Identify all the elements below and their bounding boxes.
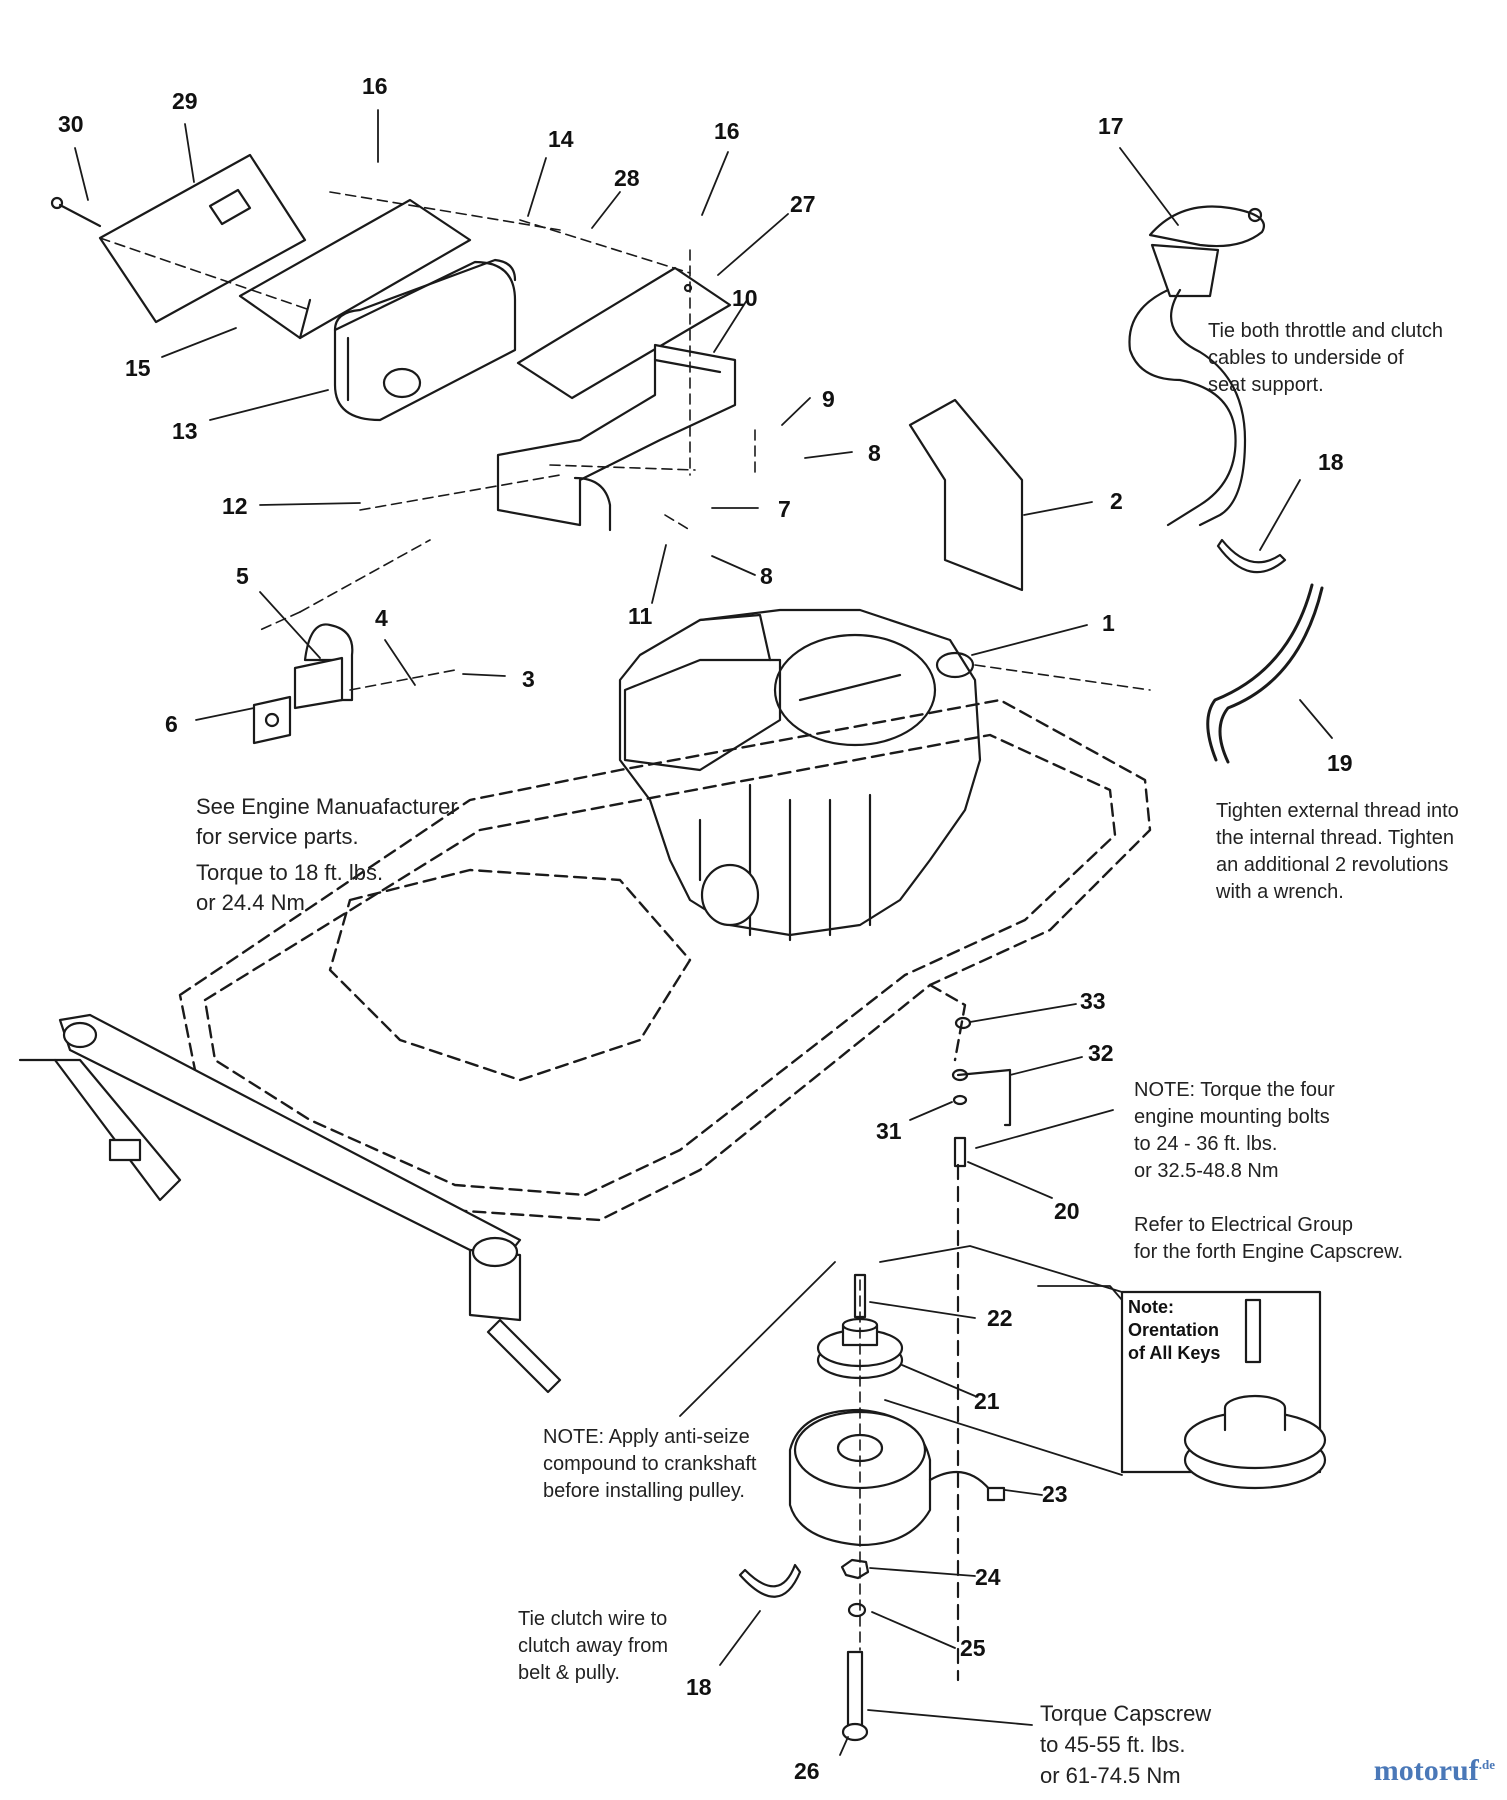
fuel-hose-part <box>1206 583 1324 764</box>
exhaust-elbow-part <box>252 623 354 745</box>
callout-18b: 18 <box>686 1674 712 1700</box>
callout-22: 22 <box>987 1305 1013 1331</box>
callout-4: 4 <box>375 605 388 631</box>
callout-15: 15 <box>125 355 151 381</box>
pto-clutch-part <box>788 1408 1006 1547</box>
callout-1: 1 <box>1102 610 1115 636</box>
callout-3: 3 <box>522 666 535 692</box>
callout-11: 11 <box>628 603 653 629</box>
callout-8: 8 <box>868 440 881 466</box>
callout-19: 19 <box>1327 750 1353 776</box>
callout-33: 33 <box>1080 988 1106 1014</box>
callout-16b: 16 <box>714 118 740 144</box>
cable-clamp-part <box>1216 538 1287 574</box>
engine-part <box>618 608 982 942</box>
shield-part <box>908 398 1024 592</box>
muffler-bracket-part <box>238 198 472 340</box>
leader-lines <box>74 109 1333 1756</box>
front-axle-part <box>18 1013 562 1394</box>
torque-18-note: Torque to 18 ft. lbs.or 24.4 Nm <box>196 860 384 915</box>
callout-24: 24 <box>975 1564 1001 1590</box>
callout-25: 25 <box>960 1635 986 1661</box>
watermark-logo: motoruf.de <box>1373 1754 1495 1787</box>
callout-17: 17 <box>1098 113 1124 139</box>
callout-5: 5 <box>236 563 249 589</box>
callout-8b: 8 <box>760 563 773 589</box>
callout-20: 20 <box>1054 1198 1080 1224</box>
callout-9: 9 <box>822 386 835 412</box>
capscrew-part <box>841 1650 869 1742</box>
muffler-part <box>333 258 517 422</box>
callout-14: 14 <box>548 126 574 152</box>
heat-shield-part <box>50 153 307 324</box>
callout-10: 10 <box>732 285 758 311</box>
callout-28: 28 <box>614 165 640 191</box>
throttle-control-part <box>1128 205 1265 527</box>
callout-31: 31 <box>876 1118 902 1144</box>
callout-27: 27 <box>790 191 816 217</box>
callout-26: 26 <box>794 1758 820 1784</box>
plate-part <box>516 266 732 400</box>
orientation-note-box <box>1120 1290 1327 1490</box>
callout-6: 6 <box>165 711 178 737</box>
callout-2: 2 <box>1110 488 1123 514</box>
callout-21: 21 <box>974 1388 1000 1414</box>
callout-23: 23 <box>1042 1481 1068 1507</box>
engine-mount-hardware <box>951 1016 1012 1682</box>
washer-part <box>847 1602 867 1618</box>
callout-13: 13 <box>172 418 198 444</box>
callout-18: 18 <box>1318 449 1344 475</box>
callout-32: 32 <box>1088 1040 1114 1066</box>
callout-29: 29 <box>172 88 198 114</box>
callout-30: 30 <box>58 111 84 137</box>
callout-16: 16 <box>362 73 388 99</box>
callout-12: 12 <box>222 493 248 519</box>
callout-7: 7 <box>778 496 791 522</box>
engine-bracket-part <box>496 343 737 532</box>
assembly-lines <box>99 191 1151 1651</box>
cable-clamp-lower-part <box>738 1563 802 1598</box>
nut-part <box>840 1558 870 1580</box>
